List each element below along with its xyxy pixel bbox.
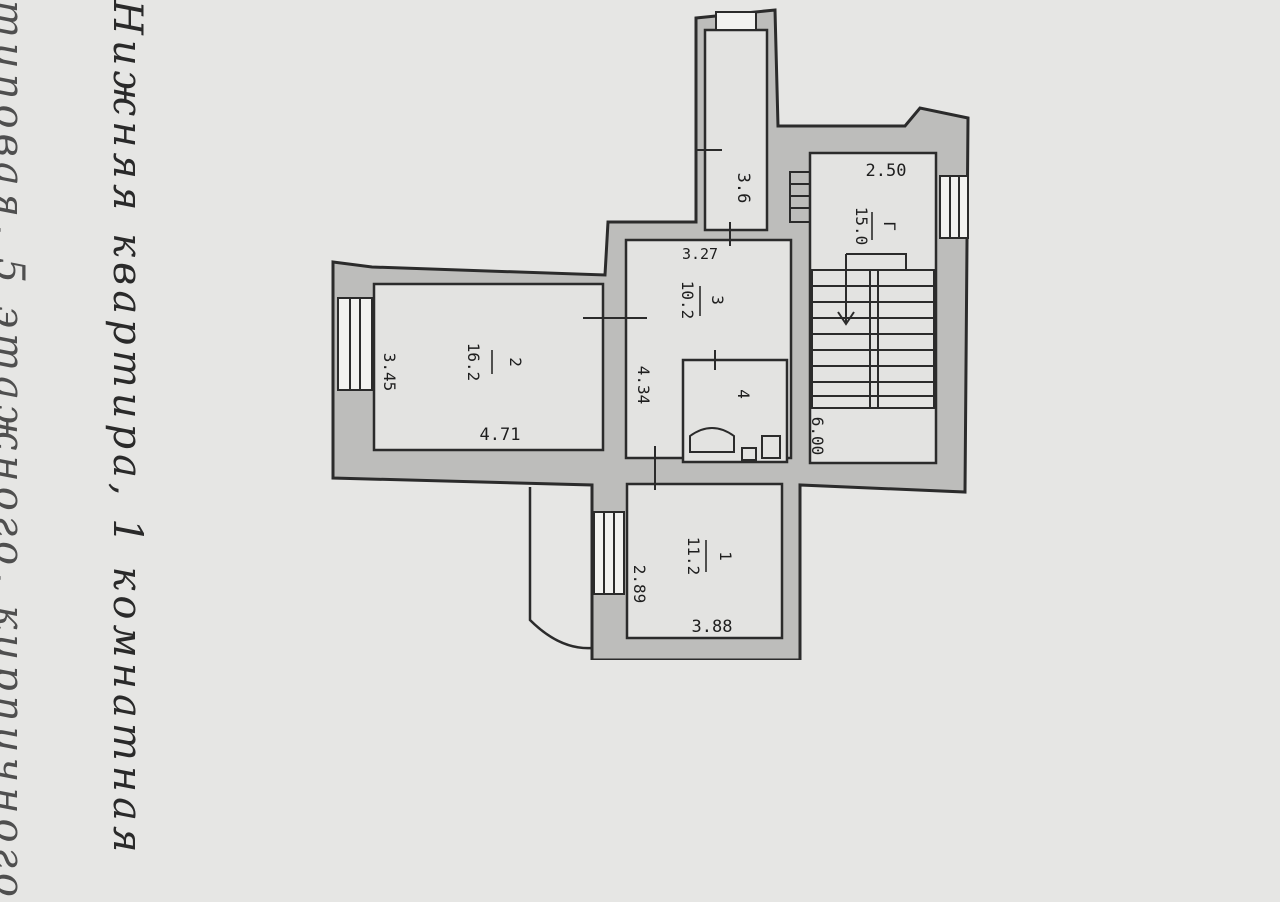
room-1-area: 11.2 (684, 537, 703, 576)
toilet-icon (761, 435, 781, 459)
room-3-id: 3 (708, 295, 727, 305)
room-3-width: 3.27 (682, 245, 718, 263)
room-2-area: 16.2 (464, 343, 483, 382)
balcony-outline (528, 487, 593, 650)
room-5-floor (703, 28, 769, 232)
floor-plan: 2 16.2 3.45 4.71 3 10.2 3.27 4.34 4 3.6 … (331, 8, 970, 660)
room-4-id: 4 (734, 389, 753, 399)
stair-width: 2.50 (866, 161, 907, 181)
room-labels: 2 16.2 3.45 4.71 3 10.2 3.27 4.34 4 3.6 … (380, 161, 906, 637)
stair-depth: 6.00 (808, 417, 827, 456)
room-2-id: 2 (506, 357, 525, 367)
window-room-2 (337, 297, 373, 391)
window-stairwell (939, 175, 969, 239)
room-interiors (372, 28, 938, 640)
stairwell-floor (808, 151, 938, 465)
windows (337, 11, 969, 595)
room-1-id: 1 (716, 551, 735, 561)
floor-plan-scan: Нижняя квартира, 1 комнатная типовая, 5 … (0, 0, 970, 902)
room-2-width: 4.71 (480, 425, 521, 445)
stair-area: 15.0 (852, 207, 871, 246)
window-room-5 (715, 11, 757, 31)
room-2-depth: 3.45 (380, 353, 399, 392)
room-1-floor (625, 482, 784, 640)
room-2-floor (372, 282, 605, 452)
room-3-area: 10.2 (678, 281, 697, 320)
staircase (811, 253, 935, 409)
openings (583, 149, 811, 490)
room-1-depth: 2.89 (630, 565, 649, 604)
window-room-1 (593, 511, 625, 595)
bathtub-icon (689, 427, 735, 453)
room-3-depth: 4.34 (634, 366, 653, 405)
bathroom-fixtures (689, 427, 781, 461)
sink-icon (741, 447, 757, 461)
room-5-area: 3.6 (733, 173, 753, 204)
room-1-width: 3.88 (692, 617, 733, 637)
stair-id: Г (880, 221, 899, 231)
